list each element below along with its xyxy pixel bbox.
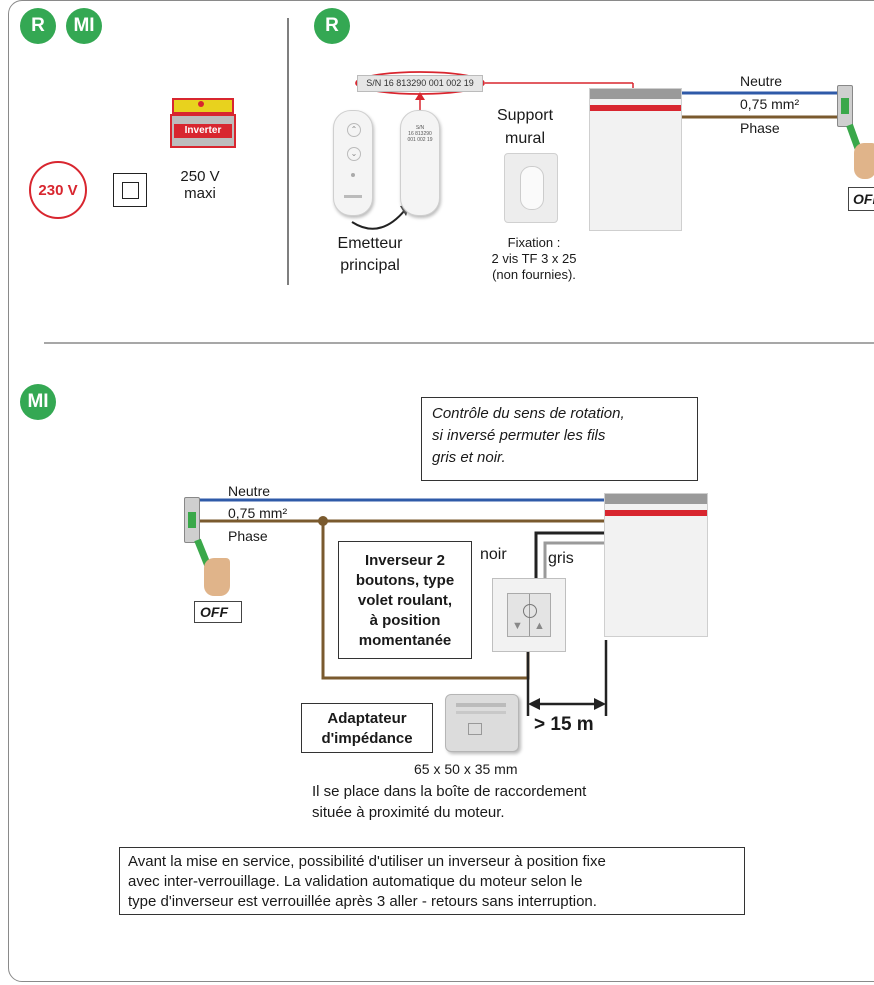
adapter-dims-label: 65 x 50 x 35 mm — [414, 761, 518, 777]
adapter-label-box: Adaptateur d'impédance — [301, 703, 433, 753]
badge-mi-bottom: MI — [20, 384, 56, 420]
top-wire-section-label: 0,75 mm² — [740, 96, 800, 112]
commissioning-note-box: Avant la mise en service, possibilité d'… — [119, 847, 745, 915]
bottom-wire-neutral-label: Neutre — [228, 483, 271, 499]
remote-serial-text: S/N 16 813290 001 002 19 — [407, 125, 433, 143]
bottom-hand-arrow-icon — [192, 538, 234, 598]
top-wire-phase-label: Phase — [740, 120, 780, 136]
receiver-box-top — [589, 88, 682, 231]
top-wall-switch — [837, 85, 853, 127]
voltage-label: 230 V — [38, 181, 78, 199]
serial-label-box: S/N 16 813290 001 002 19 — [357, 75, 483, 92]
bottom-wire-phase-label: Phase — [228, 528, 268, 544]
badge-r-right: R — [314, 8, 350, 44]
up-arrow-icon: ▲ — [534, 620, 545, 632]
down-arrow-icon: ▼ — [512, 620, 523, 632]
top-off-label: OFF — [848, 187, 874, 211]
emitter-remote-back: S/N 16 813290 001 002 19 — [400, 110, 440, 216]
support-label: Support mural — [496, 107, 554, 147]
placement-label: Il se place dans la boîte de raccordemen… — [312, 783, 587, 821]
inverter-generator-icon: Inverter — [168, 96, 238, 152]
inverter-switch-device: ▼ ▲ — [492, 578, 566, 652]
grey-wire-label: gris — [548, 550, 574, 567]
double-insulation-icon — [113, 173, 147, 207]
inverter-max-value: 250 V maxi — [180, 168, 220, 202]
emitter-remote: ⌃ ⌄ — [333, 110, 373, 216]
black-wire-label: noir — [480, 546, 507, 563]
inverter-label: Inverter — [174, 124, 232, 138]
badge-mi: MI — [66, 8, 102, 44]
top-hand-arrow-icon — [844, 123, 874, 181]
panel-frame — [8, 0, 874, 982]
wall-support-image — [504, 153, 558, 223]
bottom-wire-section-label: 0,75 mm² — [228, 505, 288, 521]
grey-wire — [543, 541, 604, 580]
badge-r: R — [20, 8, 56, 44]
emitter-curve-arrow — [351, 209, 406, 230]
rotation-note-box: Contrôle du sens de rotation, si inversé… — [421, 397, 698, 481]
top-wire-neutral-label: Neutre — [740, 73, 783, 89]
black-wire — [534, 531, 604, 580]
receiver-box-bottom — [604, 493, 708, 637]
inverter-type-box: Inverseur 2 boutons, type volet roulant,… — [338, 541, 472, 659]
impedance-adapter-image — [445, 694, 519, 752]
distance-label: > 15 m — [534, 714, 594, 735]
emitter-label: Emetteur principal — [337, 235, 403, 274]
bottom-wall-switch — [184, 497, 200, 543]
voltage-badge: 230 V — [29, 161, 87, 219]
bottom-off-label: OFF — [194, 601, 242, 623]
fixation-label: Fixation : 2 vis TF 3 x 25 (non fournies… — [491, 235, 577, 282]
